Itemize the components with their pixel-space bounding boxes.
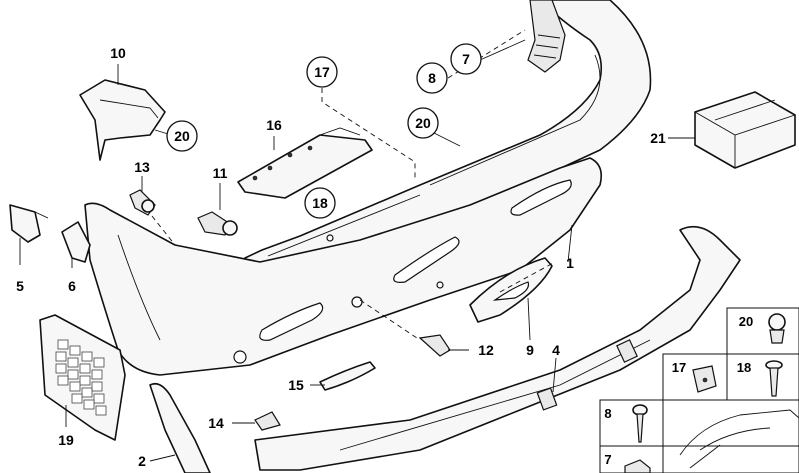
grille-cells — [55, 339, 107, 416]
callout-18: 18 — [304, 187, 336, 219]
vent-grille[interactable] — [39, 314, 126, 441]
callout-8: 8 — [416, 62, 448, 94]
side-trim[interactable] — [149, 382, 211, 473]
lower-diffuser[interactable] — [254, 225, 741, 471]
label-11: 11 — [213, 165, 228, 181]
screw-8[interactable] — [632, 404, 648, 443]
leader-lines — [19, 29, 695, 462]
hw-label-18: 18 — [737, 360, 751, 375]
label-15: 15 — [288, 377, 304, 393]
callout-20-a: 20 — [166, 120, 198, 152]
screw-18[interactable] — [765, 360, 783, 397]
label-14: 14 — [208, 415, 224, 431]
svg-text:7: 7 — [462, 51, 470, 67]
hw-label-20: 20 — [739, 314, 753, 329]
label-2: 2 — [138, 453, 146, 469]
car-silhouette — [679, 409, 799, 469]
label-12: 12 — [478, 342, 494, 358]
label-5: 5 — [16, 278, 24, 294]
label-9: 9 — [526, 342, 534, 358]
sensor-13[interactable] — [129, 189, 156, 216]
reflector[interactable] — [469, 257, 553, 323]
clip-6[interactable] — [61, 221, 91, 263]
cap-14[interactable] — [254, 411, 281, 431]
callout-17: 17 — [306, 56, 338, 88]
hw-label-17: 17 — [672, 360, 686, 375]
push-rivet[interactable] — [768, 313, 786, 344]
label-21: 21 — [650, 130, 666, 146]
label-19: 19 — [58, 432, 74, 448]
mounting-bracket[interactable] — [237, 127, 373, 199]
hardware-panel — [599, 307, 799, 473]
callout-20-b: 20 — [407, 107, 439, 139]
bumper-panel[interactable] — [84, 157, 603, 376]
svg-text:20: 20 — [415, 115, 431, 131]
label-1: 1 — [566, 255, 574, 271]
sensor-11[interactable] — [197, 211, 238, 236]
wiring-harness[interactable] — [527, 0, 566, 73]
part-7-box[interactable] — [624, 459, 651, 473]
label-13: 13 — [134, 159, 150, 175]
svg-text:17: 17 — [314, 64, 330, 80]
callout-7: 7 — [450, 43, 482, 75]
clip-5[interactable] — [9, 204, 49, 243]
label-10: 10 — [110, 45, 126, 61]
label-16: 16 — [266, 117, 282, 133]
strap-15[interactable] — [319, 361, 376, 391]
parts-box[interactable] — [694, 91, 796, 169]
svg-text:8: 8 — [428, 70, 436, 86]
label-4: 4 — [552, 342, 560, 358]
cover-piece[interactable] — [79, 79, 166, 161]
svg-text:20: 20 — [174, 128, 190, 144]
svg-text:18: 18 — [312, 195, 328, 211]
hw-label-7: 7 — [604, 452, 611, 467]
hw-label-8: 8 — [604, 406, 611, 421]
clip-nut[interactable] — [692, 365, 717, 393]
label-6: 6 — [68, 278, 76, 294]
cap-12[interactable] — [418, 334, 451, 357]
